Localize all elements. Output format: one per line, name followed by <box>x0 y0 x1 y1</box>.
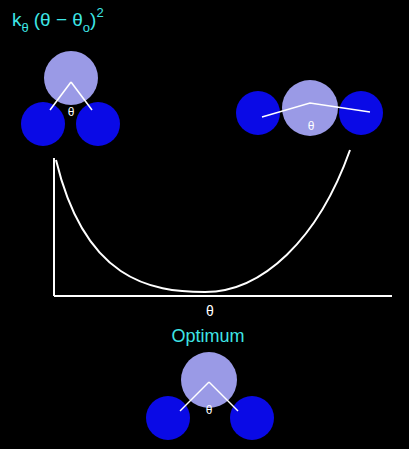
angle-symbol: θ <box>308 120 315 132</box>
optimum-molecule <box>146 352 274 440</box>
formula-subscript: θ <box>22 20 29 35</box>
formula-subscript: o <box>83 20 90 35</box>
y-axis <box>53 158 55 296</box>
formula-symbol: ) <box>90 9 96 30</box>
x-axis <box>54 295 392 297</box>
compressed-molecule <box>21 51 120 146</box>
optimum-label: Optimum <box>171 327 244 345</box>
energy-curve <box>56 150 350 292</box>
formula-superscript: 2 <box>96 5 103 20</box>
axis-label: θ <box>206 304 214 318</box>
formula-symbol: k <box>12 9 22 30</box>
opened-molecule <box>236 80 383 136</box>
angle-symbol: θ <box>206 404 213 416</box>
angle-symbol: θ <box>68 106 75 118</box>
formula-symbol: (θ − θ <box>34 9 83 30</box>
energy-formula: kθ(θ − θo)2 <box>12 10 104 29</box>
